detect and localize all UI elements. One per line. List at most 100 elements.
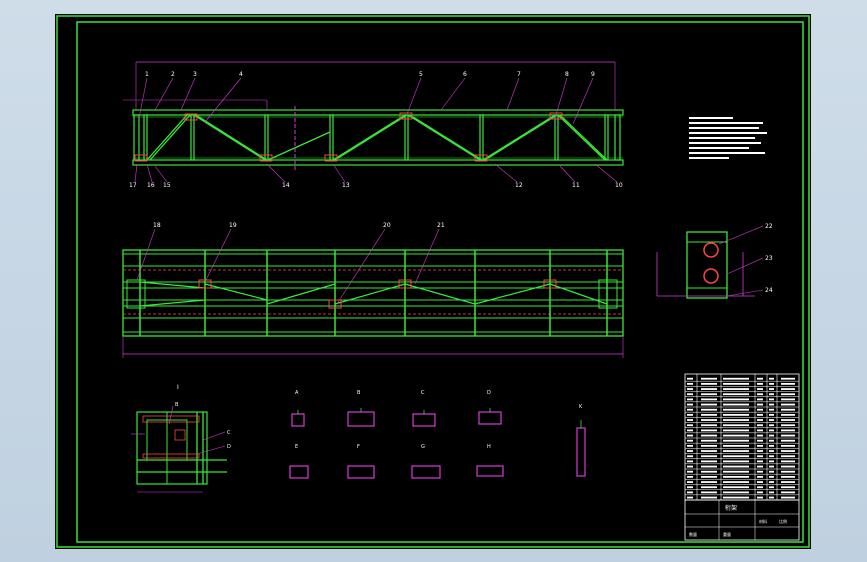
table-cell-text	[687, 481, 693, 483]
table-cell-text	[769, 393, 774, 396]
plan-centerlines	[123, 269, 623, 315]
table-cell-text	[757, 408, 763, 411]
table-cell-text	[769, 460, 774, 463]
plan-end-frames	[126, 279, 618, 309]
table-cell-text	[687, 475, 693, 478]
table-cell-text	[701, 403, 717, 406]
table-cell-text	[781, 450, 795, 452]
gusset-plates	[134, 112, 563, 162]
table-cell-text	[757, 377, 763, 380]
table-cell-text	[723, 481, 749, 483]
part-label-a: A	[295, 390, 299, 396]
elevation-label-11: 11	[572, 182, 580, 189]
table-cell-text	[757, 475, 763, 478]
table-cell-text	[701, 434, 717, 437]
table-cell-text	[769, 377, 774, 380]
table-cell-text	[701, 393, 717, 396]
table-cell-text	[701, 465, 717, 468]
table-cell-text	[757, 434, 763, 437]
table-cell-text	[687, 393, 693, 396]
table-cell-text	[769, 455, 774, 458]
part-h	[476, 465, 504, 477]
table-cell-text	[701, 398, 717, 401]
detail-i-view: I	[131, 384, 231, 493]
table-cell-text	[723, 465, 749, 468]
table-cell-text	[757, 424, 763, 427]
table-cell-text	[687, 465, 693, 468]
detail-leaders	[131, 405, 226, 455]
table-cell-text	[701, 481, 717, 483]
table-cell-text	[687, 382, 693, 385]
section-bolt-upper	[703, 242, 719, 258]
table-cell-text	[701, 408, 717, 411]
table-cell-text	[757, 429, 763, 432]
table-cell-text	[701, 486, 717, 489]
table-cell-text	[781, 486, 795, 489]
table-cell-text	[687, 388, 693, 390]
parts-list-table	[684, 373, 800, 501]
outer-frame	[56, 15, 810, 548]
table-cell-text	[769, 491, 774, 494]
part-k	[576, 427, 586, 477]
elevation-label-5: 5	[419, 71, 423, 78]
table-cell-text	[701, 388, 717, 390]
table-cell-text	[701, 413, 717, 416]
table-cell-text	[781, 377, 795, 380]
section-label-22: 22	[765, 223, 773, 230]
table-cell-text	[723, 424, 749, 427]
end-section-view: 22 23 24	[656, 223, 773, 299]
bottom-chord	[132, 159, 624, 166]
table-cell-text	[701, 444, 717, 447]
table-cell-text	[757, 388, 763, 390]
table-cell-text	[781, 408, 795, 411]
table-cell-text	[723, 434, 749, 437]
plan-crossbeams	[139, 250, 608, 336]
drawing-sheet: 1 2 3 4 5 6 7 8 9 17 16 15 14 13 12 11	[55, 14, 811, 549]
elevation-label-4: 4	[239, 71, 243, 78]
part-label-e: E	[295, 444, 298, 450]
table-cell-text	[769, 450, 774, 452]
table-cell-text	[687, 408, 693, 411]
table-cell-text	[687, 455, 693, 458]
table-cell-text	[757, 419, 763, 421]
elevation-label-13: 13	[342, 182, 350, 189]
table-cell-text	[781, 413, 795, 416]
table-cell-text	[781, 419, 795, 421]
table-cell-text	[757, 455, 763, 458]
table-cell-text	[757, 403, 763, 406]
table-cell-text	[723, 408, 749, 411]
table-cell-text	[723, 388, 749, 390]
table-cell-text	[757, 481, 763, 483]
table-cell-text	[781, 475, 795, 478]
part-c	[412, 413, 436, 427]
part-g	[411, 465, 441, 479]
table-cell-text	[701, 491, 717, 494]
part-f	[347, 465, 375, 479]
table-cell-text	[769, 388, 774, 390]
table-cell-text	[781, 393, 795, 396]
table-cell-text	[723, 470, 749, 473]
table-cell-text	[769, 434, 774, 437]
table-cell-text	[757, 444, 763, 447]
table-cell-text	[757, 413, 763, 416]
table-cell-text	[701, 460, 717, 463]
table-cell-text	[701, 455, 717, 458]
part-e	[289, 465, 309, 479]
plan-leaders	[136, 228, 440, 305]
title-block: 桁架 材料 比例 数量 重量	[684, 499, 800, 541]
table-cell-text	[781, 439, 795, 442]
table-cell-text	[687, 439, 693, 442]
table-cell-text	[781, 470, 795, 473]
elevation-label-3: 3	[193, 71, 197, 78]
section-leaders	[718, 225, 764, 297]
plan-label-20: 20	[383, 222, 391, 229]
part-label-c: C	[421, 390, 425, 396]
table-cell-text	[781, 403, 795, 406]
title-block-scale: 比例	[779, 518, 787, 524]
table-cell-text	[757, 465, 763, 468]
table-cell-text	[781, 465, 795, 468]
table-cell-text	[723, 382, 749, 385]
table-cell-text	[687, 398, 693, 401]
table-cell-text	[757, 439, 763, 442]
